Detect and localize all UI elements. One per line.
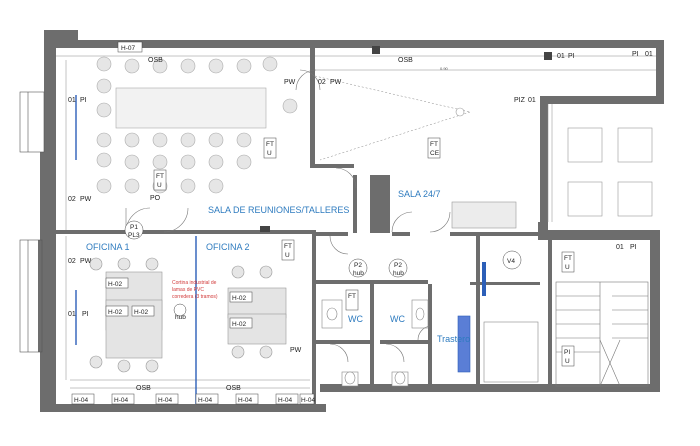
exterior-walls [38,30,664,412]
u-3: U [285,252,290,259]
u-stairs: U [565,358,570,365]
door-01-3: 01 [528,97,536,104]
tag-h07: H-07 [121,45,135,52]
door-01-5: 01 [645,51,653,58]
door-01-4: 01 [557,53,565,60]
door-osb-4: OSB [226,385,241,392]
door-pw-2: PW [330,79,342,86]
p2-symbol-a: P2 [354,262,362,269]
hub-c: hub [175,314,186,321]
u-5: U [565,264,570,271]
door-pw-4: PW [80,258,92,265]
p2-symbol-b: P2 [394,262,402,269]
interior-walls [56,48,552,404]
tag-h02-a: H-02 [108,281,122,288]
note-line-3: corredera (3 tramos) [172,294,218,300]
room-label-wc-left: WC [348,314,363,324]
door-osb-2: OSB [398,57,413,64]
room-label-meeting: SALA DE REUNIONES/TALLERES [208,205,349,215]
tag-h04-g: H-04 [301,397,315,404]
tag-h04-d: H-04 [198,397,212,404]
door-pi-3: PI [568,53,575,60]
misc-marks [260,46,552,296]
note-line-1: Cortina industrial de [172,280,217,286]
pl3-symbol: PL3 [128,232,140,239]
left-windows [19,91,77,353]
pi-stairs: PI [564,349,570,356]
door-pi-5: PI [630,244,637,251]
door-pw-1: PW [284,79,296,86]
ft-3: FT [284,243,292,250]
hub-a: hub [353,270,364,277]
tag-h04-c: H-04 [158,397,172,404]
door-pw-5: PW [290,347,302,354]
ft-1: FT [266,141,274,148]
u-2: U [157,182,162,189]
door-pi-1: PI [80,97,87,104]
tag-h02-e: H-02 [232,321,246,328]
room-label-office2: OFICINA 2 [206,242,250,252]
tag-h02-d: H-02 [232,295,246,302]
u-1: U [267,150,272,157]
note-line-2: lamas de PVC [172,287,204,293]
tag-h02-c: H-02 [134,309,148,316]
tag-h02-b: H-02 [108,309,122,316]
room-label-sala247: SALA 24/7 [398,189,441,199]
tag-h04-e: H-04 [238,397,252,404]
thin-lines [56,55,656,404]
door-01-6: 01 [616,244,624,251]
door-osb-1: OSB [148,57,163,64]
door-osb-3: OSB [136,385,151,392]
room-label-office1: OFICINA 1 [86,242,130,252]
door-02-3: 02 [68,258,76,265]
door-02-2: 02 [68,196,76,203]
v4-symbol: V4 [507,258,515,265]
tag-h04-b: H-04 [114,397,128,404]
door-pi-2: PI [82,311,89,318]
furniture-tags [71,41,315,405]
circle-symbols [124,220,522,317]
door-pi-4: PI [632,51,639,58]
dimension-note: 0.90 [440,66,449,71]
door-pw-3: PW [80,196,92,203]
tag-h04-a: H-04 [74,397,88,404]
door-piz: PIZ [514,97,526,104]
ft-2: FT [156,173,164,180]
bathroom-fixtures [321,299,539,387]
ft-5: FT [564,255,572,262]
tag-h04-f: H-04 [278,397,292,404]
room-label-wc-right: WC [390,314,405,324]
door-po: PO [150,195,161,202]
room-label-storage: Trastero [437,334,470,344]
door-01-1: 01 [68,97,76,104]
ft-4: FT [430,141,438,148]
door-swings [125,69,451,363]
door-01-2: 01 [68,311,76,318]
door-02-1: 02 [318,79,326,86]
lounge-furniture [451,107,653,229]
office-desks [89,257,287,373]
ce-1: CE [430,150,440,157]
ft-boxes [153,137,575,367]
meeting-furniture [96,56,298,194]
hub-b: hub [393,270,404,277]
p1-symbol: P1 [130,224,138,231]
ft-6: FT [348,293,356,300]
